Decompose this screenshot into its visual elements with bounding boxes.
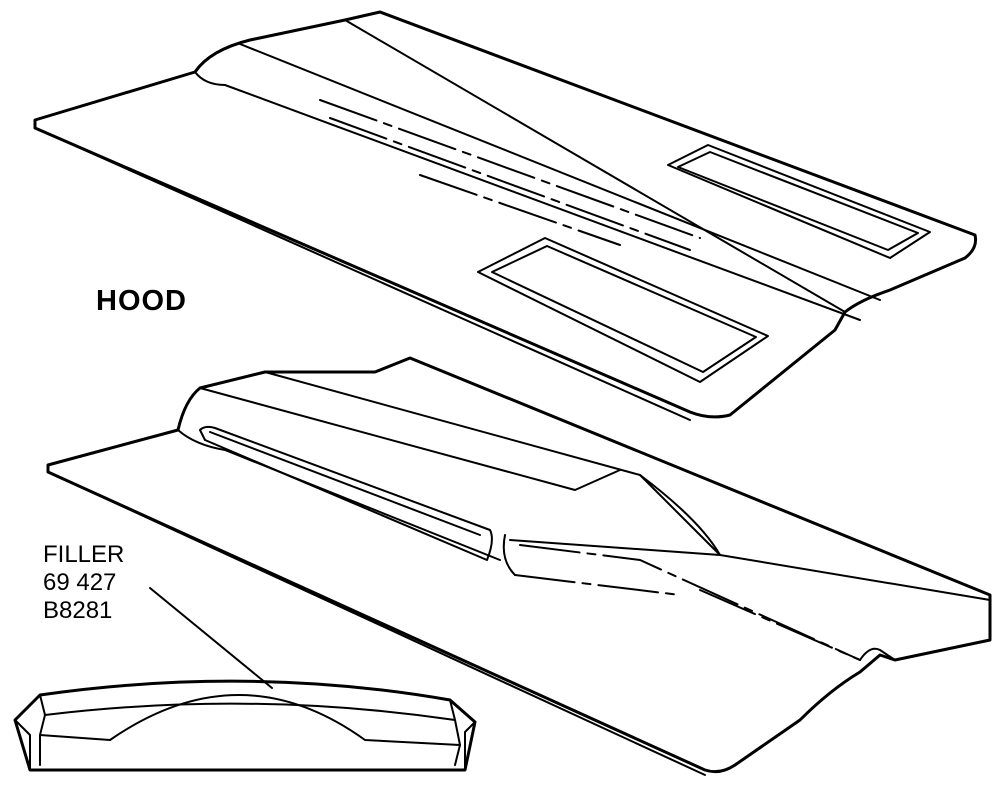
vent-opening-front: [477, 237, 769, 383]
hood-label: HOOD: [96, 285, 187, 317]
lower-hood-drawing: [46, 356, 992, 776]
filler-leader-line: [149, 587, 273, 689]
vent-opening-rear: [667, 144, 931, 259]
filler-code-1: 69 427: [43, 569, 117, 596]
filler-name: FILLER: [43, 541, 125, 568]
upper-hood-drawing: [33, 10, 977, 421]
filler-callout: FILLER 69 427 B8281: [43, 541, 124, 625]
filler-code-2: B8281: [43, 597, 113, 624]
filler-drawing: [13, 679, 477, 772]
scoop-opening: [199, 425, 493, 561]
